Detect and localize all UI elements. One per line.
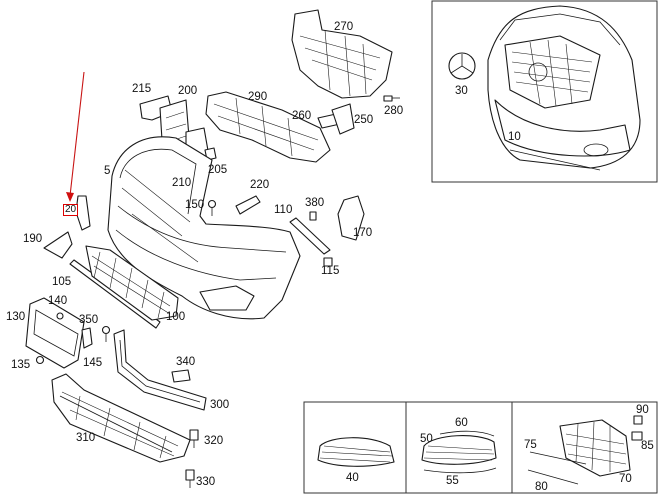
label-200: 200 [178, 85, 198, 97]
part-350-screw [101, 325, 111, 342]
label-280: 280 [384, 105, 404, 117]
label-30: 30 [455, 85, 468, 97]
label-350: 350 [79, 314, 99, 326]
label-75: 75 [524, 439, 537, 451]
part-85-clip [631, 431, 643, 441]
label-115: 115 [321, 265, 340, 277]
label-40: 40 [346, 472, 359, 484]
part-50-grille [421, 435, 497, 465]
part-170-deflector [337, 195, 365, 241]
part-190-cap [43, 231, 73, 259]
label-150: 150 [185, 199, 205, 211]
part-60-strip [439, 430, 495, 437]
star-emblem [448, 52, 476, 80]
label-100: 100 [166, 311, 186, 323]
label-290: 290 [248, 91, 268, 103]
part-90-clip [633, 415, 643, 425]
part-380-bolt [309, 211, 317, 221]
part-330-clip [185, 469, 195, 488]
part-140-screw [56, 312, 64, 320]
part-270-bracket [291, 9, 393, 99]
label-300: 300 [210, 399, 230, 411]
label-135: 135 [11, 359, 31, 371]
label-80: 80 [535, 481, 548, 493]
label-210: 210 [172, 177, 192, 189]
part-250-bracket [331, 103, 355, 135]
label-215: 215 [132, 83, 152, 95]
label-70: 70 [619, 473, 632, 485]
highlight-arrow [66, 71, 85, 202]
label-105: 105 [52, 276, 72, 288]
part-220-bracket [235, 195, 261, 215]
part-145-clip [81, 327, 93, 349]
part-135-screw [35, 355, 45, 365]
label-130: 130 [6, 311, 26, 323]
part-40-grille [317, 437, 395, 467]
part-340-bracket [171, 369, 191, 383]
part-310-spoiler [51, 373, 191, 463]
label-260: 260 [292, 110, 312, 122]
part-280-bolt [383, 95, 400, 102]
label-50: 50 [420, 433, 433, 445]
part-100-grille [85, 245, 179, 321]
label-85: 85 [641, 440, 654, 452]
label-170: 170 [353, 227, 373, 239]
part-5-bumper-cover [107, 136, 301, 320]
part-150-screw [207, 199, 217, 216]
label-5: 5 [104, 165, 111, 177]
part-75-strip [529, 451, 587, 465]
label-90: 90 [636, 404, 649, 416]
vehicle-front-view [487, 5, 641, 171]
label-250: 250 [354, 114, 374, 126]
part-70-grille [559, 419, 631, 477]
part-320-clip [189, 429, 199, 448]
part-110-strip [289, 217, 331, 255]
label-55: 55 [446, 475, 459, 487]
label-140: 140 [48, 295, 68, 307]
inset-frame-grilles [303, 401, 658, 494]
part-55-strip [423, 467, 497, 474]
label-340: 340 [176, 356, 196, 368]
label-145: 145 [83, 357, 103, 369]
label-310: 310 [76, 432, 96, 444]
part-300-rail [113, 329, 207, 411]
label-330: 330 [196, 476, 216, 488]
label-110: 110 [274, 204, 293, 216]
label-220: 220 [250, 179, 270, 191]
label-60: 60 [455, 417, 468, 429]
label-190: 190 [23, 233, 43, 245]
part-80-strip [527, 469, 579, 485]
label-270: 270 [334, 21, 354, 33]
inset-frame-vehicle [431, 0, 658, 183]
part-130-plate-holder [25, 297, 85, 369]
label-205: 205 [208, 164, 228, 176]
part-290-carrier [205, 91, 331, 163]
label-320: 320 [204, 435, 224, 447]
part-115-clip [323, 257, 333, 267]
label-380: 380 [305, 197, 325, 209]
label-20-highlighted: 20 [63, 204, 79, 216]
label-10: 10 [508, 131, 521, 143]
